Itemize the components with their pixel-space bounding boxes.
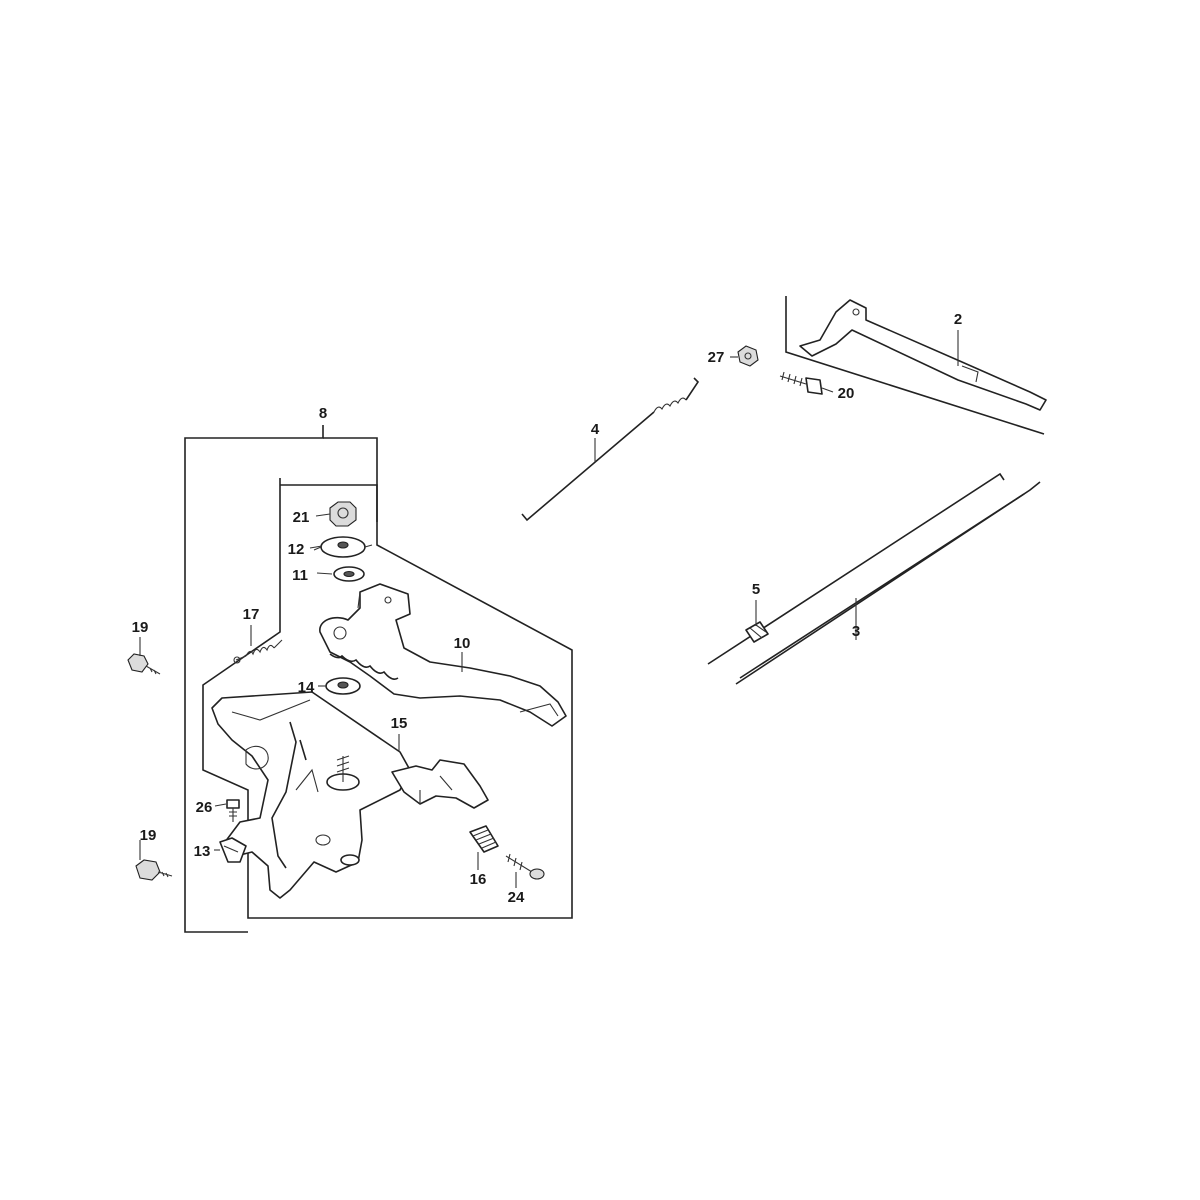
callout-5: 5 [752, 581, 760, 598]
callout-15: 15 [391, 715, 408, 732]
part-24-screw [505, 853, 545, 880]
part-17-spring [233, 639, 283, 664]
callout-19-upper: 19 [132, 619, 149, 636]
part-20-bolt [779, 371, 823, 395]
part-5-clamp [745, 621, 769, 643]
part-11-washer [333, 566, 365, 582]
part-3-cable [707, 472, 1041, 685]
part-10-lever [319, 583, 567, 727]
callout-2: 2 [954, 311, 962, 328]
callout-19-lower: 19 [140, 827, 157, 844]
part-26-bolt [226, 799, 240, 822]
callout-12: 12 [288, 541, 305, 558]
callout-14: 14 [298, 679, 315, 696]
assembly-8-bracket [184, 425, 573, 933]
callout-3: 3 [852, 623, 860, 640]
part-14-washer [325, 677, 361, 695]
part-19-bolt-upper [127, 653, 161, 675]
leader-lines [139, 330, 959, 888]
part-13-clip [219, 837, 247, 863]
callout-10: 10 [454, 635, 471, 652]
callout-4: 4 [591, 421, 600, 438]
part-27-nut [737, 345, 759, 367]
callout-21: 21 [293, 509, 310, 526]
part-2-assembly-bracket [785, 296, 1045, 435]
callout-8: 8 [319, 405, 327, 422]
part-12-tooth-washer [313, 536, 373, 558]
callout-17: 17 [243, 606, 260, 623]
callout-16: 16 [470, 871, 487, 888]
part-21-nut [329, 501, 357, 527]
callout-13: 13 [194, 843, 211, 860]
part-19-bolt-lower [135, 859, 173, 881]
callout-11: 11 [292, 567, 308, 584]
callout-27: 27 [708, 349, 725, 366]
part-16-spring [469, 825, 499, 853]
callout-26: 26 [196, 799, 213, 816]
callout-20: 20 [838, 385, 855, 402]
part-15-base-plate [211, 691, 489, 899]
callout-labels: 2 3 4 5 8 10 11 12 13 14 15 16 17 19 19 … [132, 311, 963, 906]
callout-24: 24 [508, 889, 525, 906]
part-4-rod [521, 377, 700, 522]
part-2-lever [799, 299, 1047, 411]
